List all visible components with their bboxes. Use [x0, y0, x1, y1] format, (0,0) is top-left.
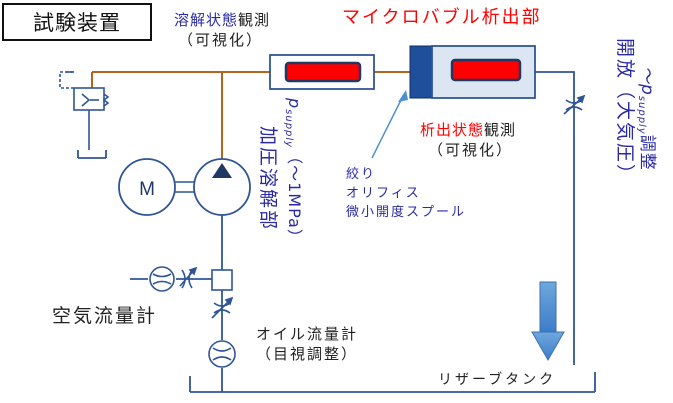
circuit-lines	[77, 71, 596, 393]
release-main: 開放（大気圧）	[614, 38, 636, 186]
pressurize-pressure-label: psupply（～1MPa）	[283, 98, 308, 246]
release-subscript: supply	[636, 95, 647, 135]
return-throttle	[563, 94, 586, 115]
dissolution-observe-highlight: 溶解状態	[174, 11, 239, 29]
relief-valve	[59, 71, 110, 150]
dissolution-observe-label: 溶解状態観測	[174, 11, 271, 29]
pressurize-p-symbol: p	[285, 98, 304, 110]
dissolution-visible-label: （可視化）	[178, 31, 264, 49]
throttle-label-2: オリフィス	[346, 186, 421, 201]
motor	[118, 158, 194, 216]
dissolution-window	[269, 54, 375, 90]
precipitation-observe-label: 析出状態観測	[420, 121, 517, 139]
tank-return-arrow	[531, 281, 565, 362]
release-end: 調整	[637, 134, 657, 171]
orifice-pointer-arrow	[371, 90, 408, 159]
oil-flowmeter	[208, 340, 236, 368]
microbubble-section-label: マイクロバブル析出部	[342, 7, 542, 28]
oil-pipes	[91, 71, 410, 168]
precipitation-section	[431, 45, 536, 99]
oil-flowmeter-label: オイル流量計	[256, 325, 359, 343]
release-pressure-label: ～psupply調整	[636, 66, 662, 171]
throttle-label-3: 微小開度スプール	[346, 205, 467, 220]
pump	[193, 158, 251, 216]
oil-flowmeter-sub-label: （目視調整）	[256, 345, 359, 363]
motor-label: M	[139, 179, 155, 200]
precipitation-visible-label: （可視化）	[428, 141, 514, 159]
precipitation-observe-rest: 観測	[484, 121, 517, 139]
diagram-title: 試験装置	[2, 3, 152, 41]
air-flowmeter	[149, 266, 233, 292]
release-p-symbol: ～p	[637, 66, 657, 96]
orifice	[409, 45, 433, 99]
pressurize-section-label: 加圧溶解部	[257, 126, 279, 232]
air-flowmeter-label: 空気流量計	[52, 305, 158, 327]
throttle-label-1: 絞り	[346, 167, 377, 182]
pressurize-subscript: supply	[283, 109, 294, 149]
reservoir-tank-label: リザーブタンク	[438, 372, 557, 388]
precipitation-observe-highlight: 析出状態	[420, 121, 485, 139]
oil-throttle	[211, 296, 234, 319]
pressurize-range: （～1MPa）	[285, 148, 304, 246]
dissolution-observe-rest: 観測	[238, 11, 271, 29]
